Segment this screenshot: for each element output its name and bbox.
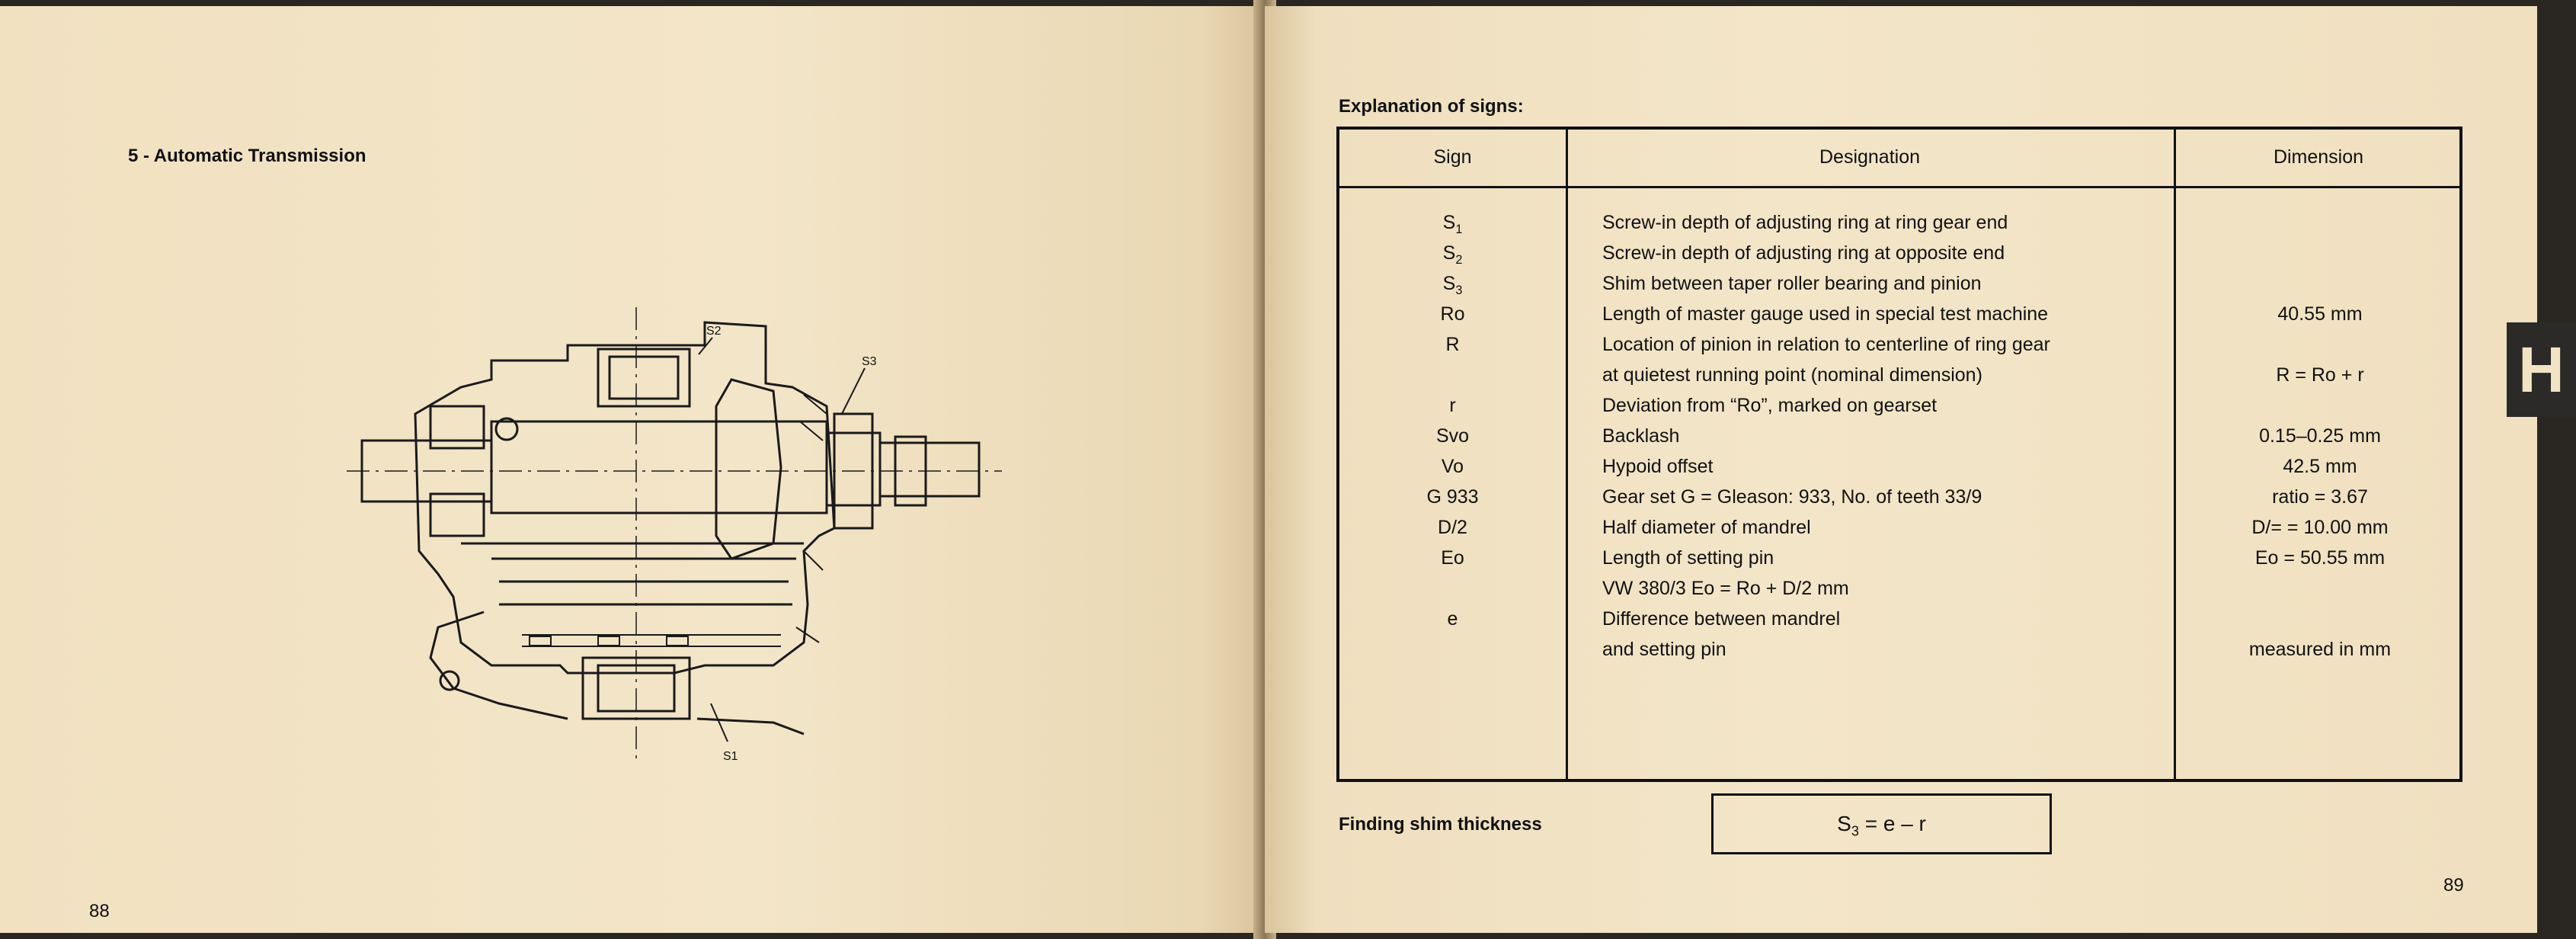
table-row: Svo Backlash 0.15–0.25 mm (1339, 425, 2459, 456)
cell-sign: e (1339, 608, 1566, 633)
table-row: Eo Length of setting pin Eo = 50.55 mm (1339, 547, 2459, 578)
cell-designation: Length of master gauge used in special t… (1602, 303, 2049, 325)
table-row: Ro Length of master gauge used in special… (1339, 303, 2459, 334)
label-s2: S2 (706, 325, 722, 338)
cell-designation: and setting pin (1602, 639, 1726, 660)
cell-sign: D/2 (1339, 517, 1566, 542)
table-row: e Difference between mandrel (1339, 608, 2459, 639)
cell-designation: Difference between mandrel (1602, 608, 1841, 630)
cell-designation: Length of setting pin (1602, 547, 1774, 569)
shim-formula-box: S3 = e – r (1711, 793, 2052, 854)
cell-designation: Shim between taper roller bearing and pi… (1602, 273, 1982, 294)
cell-sign: R (1339, 334, 1566, 359)
sign-subscript: 1 (1455, 223, 1463, 236)
cell-designation: Screw-in depth of adjusting ring at oppo… (1602, 242, 2005, 264)
table-row: and setting pin measured in mm (1339, 639, 2459, 669)
cell-dimension: 0.15–0.25 mm (2259, 425, 2381, 447)
cell-sign: Ro (1339, 303, 1566, 328)
cell-dimension: ratio = 3.67 (2272, 486, 2368, 508)
sign-text: e (1447, 608, 1458, 630)
cell-designation: Half diameter of mandrel (1602, 517, 1811, 538)
sign-text: S (1442, 212, 1456, 233)
table-row: Vo Hypoid offset 42.5 mm (1339, 456, 2459, 486)
cell-sign: S3 (1339, 273, 1566, 298)
cell-designation: Location of pinion in relation to center… (1602, 334, 2050, 355)
cell-sign: G 933 (1339, 486, 1566, 511)
sign-text: S (1442, 273, 1456, 294)
sign-text: r (1449, 395, 1456, 416)
cell-dimension: 42.5 mm (2283, 456, 2357, 477)
cell-sign: S1 (1339, 212, 1566, 237)
sign-text: R (1445, 334, 1460, 355)
page-number-left: 88 (89, 901, 110, 921)
cell-dimension: R = Ro + r (2276, 364, 2364, 386)
label-s1: S1 (723, 750, 738, 763)
cell-designation: Backlash (1602, 425, 1680, 447)
formula-lhs-sub: 3 (1851, 823, 1859, 839)
cell-designation: Deviation from “Ro”, marked on gearset (1602, 395, 1938, 416)
table-row: r Deviation from “Ro”, marked on gearset (1339, 395, 2459, 425)
table-row: S1 Screw-in depth of adjusting ring at ri… (1339, 212, 2459, 242)
table-row: D/2 Half diameter of mandrel D/= = 10.00 m… (1339, 517, 2459, 547)
sign-text: Ro (1440, 303, 1465, 325)
table-row: S3 Shim between taper roller bearing and … (1339, 273, 2459, 303)
cell-sign: Eo (1339, 547, 1566, 572)
page-number-right: 89 (2443, 875, 2464, 896)
explanation-heading: Explanation of signs: (1339, 96, 1524, 117)
cell-sign: Vo (1339, 456, 1566, 481)
header-designation: Designation (1819, 146, 1921, 168)
cell-designation: at quietest running point (nominal dimen… (1602, 364, 1982, 386)
sign-subscript: 3 (1455, 284, 1463, 297)
left-page: 5 - Automatic Transmission (0, 6, 1261, 933)
sign-text: Eo (1441, 547, 1464, 569)
finding-shim-label: Finding shim thickness (1339, 814, 1542, 835)
cell-sign: Svo (1339, 425, 1566, 450)
table-row: S2 Screw-in depth of adjusting ring at op… (1339, 242, 2459, 273)
cell-designation: Screw-in depth of adjusting ring at ring… (1602, 212, 2008, 233)
section-tab-h: H (2507, 322, 2576, 417)
formula-rhs: = e – r (1858, 812, 1926, 835)
section-title: 5 - Automatic Transmission (128, 146, 366, 166)
cell-dimension: Eo = 50.55 mm (2254, 547, 2386, 569)
sign-text: D/2 (1438, 517, 1467, 538)
column-divider (1566, 130, 1568, 779)
cell-sign: S2 (1339, 242, 1566, 268)
column-divider (2174, 130, 2176, 779)
sign-text: Vo (1441, 456, 1464, 477)
right-page: Explanation of signs: Sign Designation D… (1265, 6, 2537, 933)
cell-sign: r (1339, 395, 1566, 420)
cell-dimension: 40.55 mm (2277, 303, 2363, 325)
table-row: at quietest running point (nominal dimen… (1339, 364, 2459, 395)
header-divider (1339, 186, 2459, 188)
header-sign: Sign (1433, 146, 1472, 168)
cell-designation: Gear set G = Gleason: 933, No. of teeth … (1602, 486, 1982, 508)
sign-text: Svo (1435, 425, 1470, 447)
sign-subscript: 2 (1455, 253, 1463, 267)
sign-text: G 933 (1426, 486, 1479, 508)
table-row: G 933 Gear set G = Gleason: 933, No. of t… (1339, 486, 2459, 517)
cell-dimension: D/= = 10.00 mm (2251, 517, 2389, 538)
cell-designation: Hypoid offset (1602, 456, 1714, 477)
table-row: VW 380/3 Eo = Ro + D/2 mm (1339, 578, 2459, 608)
formula-lhs: S (1837, 812, 1851, 835)
cell-dimension: measured in mm (2248, 639, 2392, 660)
transmission-cross-section-diagram: S2 S3 S1 (347, 307, 1002, 764)
table-row: R Location of pinion in relation to cente… (1339, 334, 2459, 364)
header-dimension: Dimension (2273, 146, 2364, 168)
sign-text: S (1442, 242, 1456, 264)
cell-designation: VW 380/3 Eo = Ro + D/2 mm (1602, 578, 1849, 599)
label-s3: S3 (862, 355, 877, 368)
